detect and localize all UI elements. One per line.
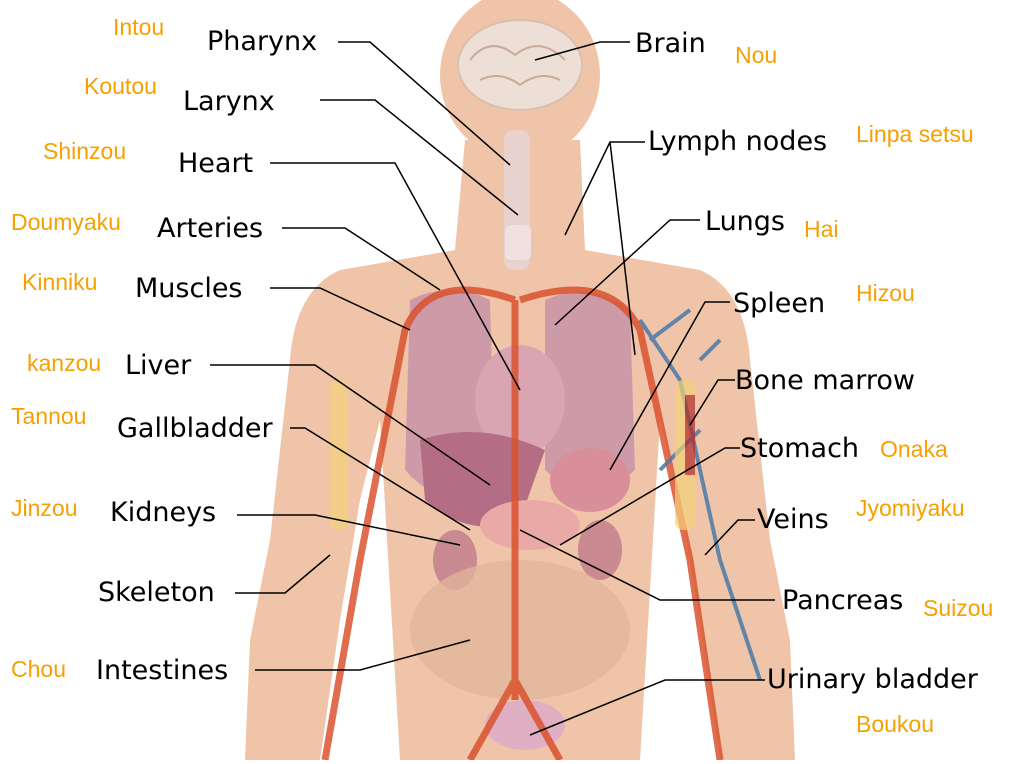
label-stomach: Stomach [740, 435, 859, 462]
label-lungs: Lungs [705, 208, 785, 235]
label-skeleton: Skeleton [98, 579, 215, 606]
label-bone-marrow: Bone marrow [735, 367, 915, 394]
label-urinary-bladder: Urinary bladder [767, 666, 978, 693]
jp-label-shinzou: Shinzou [43, 140, 126, 163]
label-gallbladder: Gallbladder [117, 415, 273, 442]
jp-label-doumyaku: Doumyaku [11, 211, 121, 234]
jp-label-kinniku: Kinniku [22, 271, 97, 294]
jp-label-intou: Intou [113, 16, 164, 39]
label-intestines: Intestines [96, 657, 228, 684]
jp-label-jyomiyaku: Jyomiyaku [856, 497, 965, 520]
label-kidneys: Kidneys [110, 499, 216, 526]
jp-label-boukou: Boukou [856, 713, 934, 736]
jp-label-chou: Chou [11, 658, 66, 681]
jp-label-nou: Nou [735, 44, 777, 67]
label-veins: Veins [757, 506, 829, 533]
jp-label-tannou: Tannou [11, 405, 86, 428]
jp-label-suizou: Suizou [923, 597, 993, 620]
label-spleen: Spleen [733, 290, 825, 317]
jp-label-jinzou: Jinzou [11, 497, 77, 520]
brain-shape [458, 20, 582, 110]
label-liver: Liver [125, 352, 191, 379]
jp-label-kanzou: kanzou [27, 352, 101, 375]
jp-label-hai: Hai [804, 218, 839, 241]
jp-label-koutou: Koutou [84, 75, 157, 98]
label-arteries: Arteries [157, 215, 263, 242]
jp-label-onaka: Onaka [880, 438, 948, 461]
jp-label-linpa-setsu: Linpa setsu [856, 123, 974, 146]
label-muscles: Muscles [135, 275, 243, 302]
label-lymph-nodes: Lymph nodes [648, 128, 827, 155]
stomach-shape [550, 448, 630, 512]
intestines-shape [410, 560, 630, 700]
label-brain: Brain [635, 30, 706, 57]
throat-shape [504, 130, 531, 270]
jp-label-hizou: Hizou [856, 282, 915, 305]
label-pancreas: Pancreas [782, 587, 903, 614]
label-heart: Heart [178, 150, 253, 177]
label-pharynx: Pharynx [207, 28, 317, 55]
label-larynx: Larynx [183, 88, 275, 115]
